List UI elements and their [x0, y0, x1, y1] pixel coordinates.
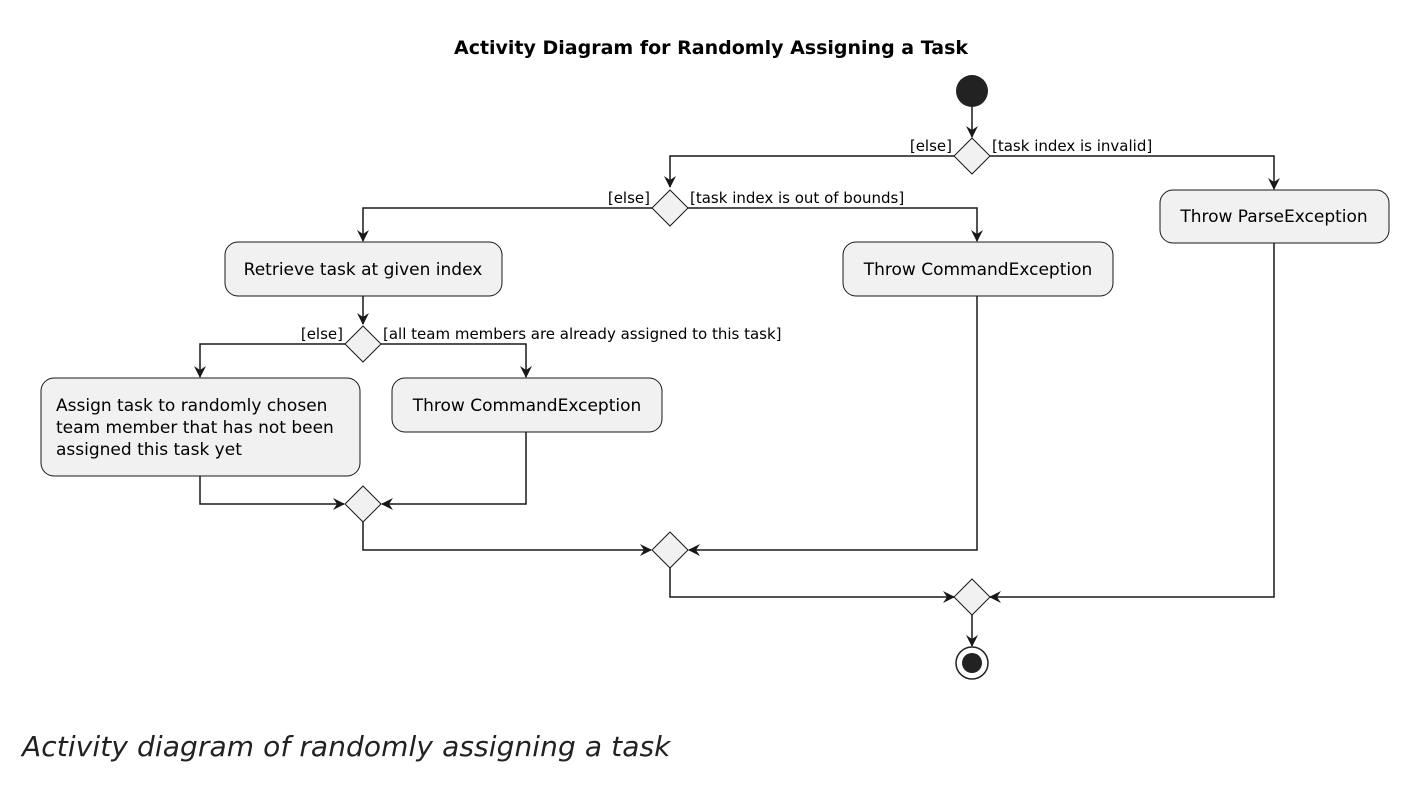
guard-d1-else: [else] — [910, 137, 952, 155]
edge-d3-assigned — [381, 343, 532, 378]
guard-d2-bounds: [task index is out of bounds] — [690, 189, 904, 207]
guard-d2-else: [else] — [608, 189, 650, 207]
action-throw-parse-exception: Throw ParseException — [1159, 189, 1390, 244]
guard-d3-else: [else] — [301, 325, 343, 343]
activity-diagram: Activity Diagram for Randomly Assigning … — [40, 37, 1390, 680]
decision-task-index-out-of-bounds — [651, 189, 689, 227]
action-throw-command-exception-bounds: Throw CommandException — [842, 241, 1114, 297]
edge-d1-else — [664, 155, 954, 188]
edges — [194, 107, 1280, 647]
svg-text:Assign task to randomly chosen: Assign task to randomly chosen — [56, 396, 327, 416]
svg-text:assigned this task yet: assigned this task yet — [56, 440, 242, 460]
end-node — [955, 646, 989, 680]
merge-node-2 — [651, 531, 689, 569]
edge-assign-to-m1 — [199, 476, 345, 510]
action-retrieve-task: Retrieve task at given index — [224, 241, 503, 297]
edge-throw-to-m1 — [381, 432, 527, 510]
merge-node-3 — [953, 578, 991, 616]
edge-m1-to-m2 — [362, 522, 652, 556]
guard-d1-invalid: [task index is invalid] — [992, 137, 1152, 155]
edge-bounds-to-m2 — [688, 296, 978, 556]
svg-text:Retrieve task at given index: Retrieve task at given index — [244, 260, 483, 280]
decision-task-index-invalid — [953, 137, 991, 175]
edge-d2-bounds — [688, 207, 983, 242]
diagram-title: Activity Diagram for Randomly Assigning … — [454, 37, 968, 59]
edge-d3-else — [194, 343, 345, 378]
decision-all-members-assigned — [344, 325, 382, 363]
start-node — [956, 75, 988, 107]
figure-caption: Activity diagram of randomly assigning a… — [22, 730, 671, 763]
svg-text:Throw ParseException: Throw ParseException — [1179, 207, 1367, 227]
guard-d3-assigned: [all team members are already assigned t… — [383, 325, 782, 343]
merge-node-1 — [344, 485, 382, 523]
edge-d2-else — [357, 207, 652, 242]
svg-text:Throw CommandException: Throw CommandException — [863, 260, 1093, 280]
svg-text:Throw CommandException: Throw CommandException — [412, 396, 642, 416]
action-throw-command-exception-assigned: Throw CommandException — [391, 377, 663, 433]
edge-m2-to-m3 — [669, 568, 955, 603]
svg-text:team member that has not been: team member that has not been — [56, 418, 334, 438]
edge-d1-invalid — [990, 155, 1280, 190]
action-assign-task: Assign task to randomly chosen team memb… — [40, 377, 361, 477]
edge-parse-to-m3 — [989, 243, 1275, 603]
